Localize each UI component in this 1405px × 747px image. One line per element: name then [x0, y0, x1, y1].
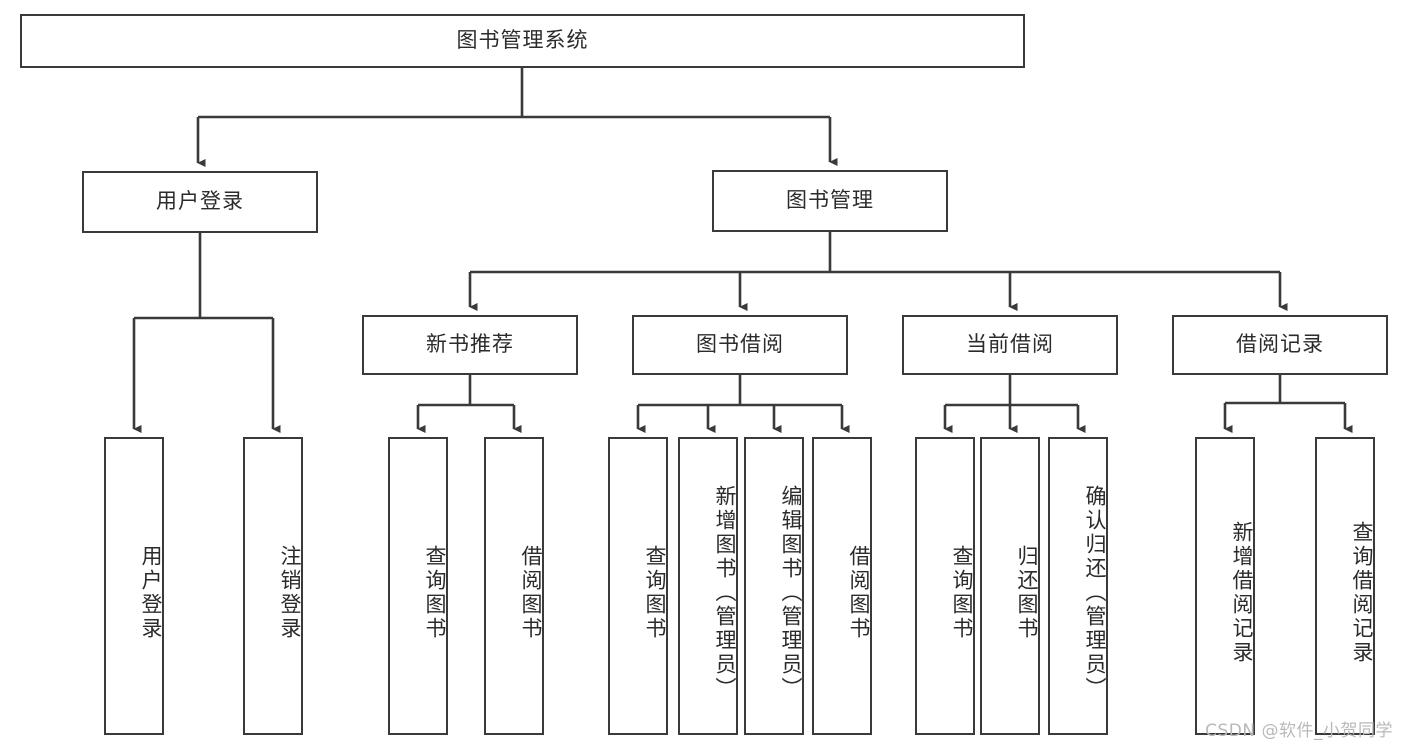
leaf-query-book-current-label: 查询图书: [950, 545, 974, 641]
leaf-query-borrow-record[interactable]: 查询借阅记录: [1315, 437, 1375, 735]
leaf-borrow-book-recommend-label: 借阅图书: [519, 545, 543, 641]
leaf-logout[interactable]: 注销登录: [243, 437, 303, 735]
leaf-confirm-return-admin-label: 确认归还（管理员）: [1083, 485, 1107, 701]
leaf-return-book[interactable]: 归还图书: [980, 437, 1040, 735]
leaf-add-borrow-record[interactable]: 新增借阅记录: [1195, 437, 1255, 735]
leaf-return-book-label: 归还图书: [1015, 545, 1039, 641]
leaf-borrow-book[interactable]: 借阅图书: [812, 437, 872, 735]
leaf-query-borrow-record-label: 查询借阅记录: [1350, 521, 1374, 665]
leaf-logout-label: 注销登录: [278, 545, 302, 641]
leaf-edit-book-admin-label: 编辑图书（管理员）: [779, 485, 803, 701]
node-root[interactable]: 图书管理系统: [20, 14, 1025, 68]
leaf-add-borrow-record-label: 新增借阅记录: [1230, 521, 1254, 665]
node-user-login[interactable]: 用户登录: [82, 171, 318, 233]
watermark-text: CSDN @软件_小贺同学: [1205, 721, 1393, 741]
node-book-borrow-label: 图书借阅: [696, 332, 784, 357]
node-book-borrow[interactable]: 图书借阅: [632, 315, 848, 375]
leaf-query-book-recommend[interactable]: 查询图书: [388, 437, 448, 735]
node-new-book-recommend-label: 新书推荐: [426, 332, 514, 357]
leaf-user-login[interactable]: 用户登录: [104, 437, 164, 735]
node-root-label: 图书管理系统: [456, 28, 589, 53]
leaf-borrow-book-recommend[interactable]: 借阅图书: [484, 437, 544, 735]
leaf-borrow-book-label: 借阅图书: [847, 545, 871, 641]
leaf-query-book-borrow-label: 查询图书: [643, 545, 667, 641]
leaf-query-book-current[interactable]: 查询图书: [915, 437, 975, 735]
leaf-user-login-label: 用户登录: [139, 545, 163, 641]
leaf-add-book-admin[interactable]: 新增图书（管理员）: [678, 437, 738, 735]
leaf-add-book-admin-label: 新增图书（管理员）: [713, 485, 737, 701]
node-current-borrow[interactable]: 当前借阅: [902, 315, 1118, 375]
leaf-query-book-recommend-label: 查询图书: [423, 545, 447, 641]
node-borrow-record-label: 借阅记录: [1236, 332, 1324, 357]
node-book-management-label: 图书管理: [786, 188, 874, 213]
leaf-edit-book-admin[interactable]: 编辑图书（管理员）: [744, 437, 804, 735]
node-book-management[interactable]: 图书管理: [712, 170, 948, 232]
node-current-borrow-label: 当前借阅: [966, 332, 1054, 357]
node-new-book-recommend[interactable]: 新书推荐: [362, 315, 578, 375]
leaf-query-book-borrow[interactable]: 查询图书: [608, 437, 668, 735]
leaf-confirm-return-admin[interactable]: 确认归还（管理员）: [1048, 437, 1108, 735]
node-borrow-record[interactable]: 借阅记录: [1172, 315, 1388, 375]
node-user-login-label: 用户登录: [156, 189, 244, 214]
